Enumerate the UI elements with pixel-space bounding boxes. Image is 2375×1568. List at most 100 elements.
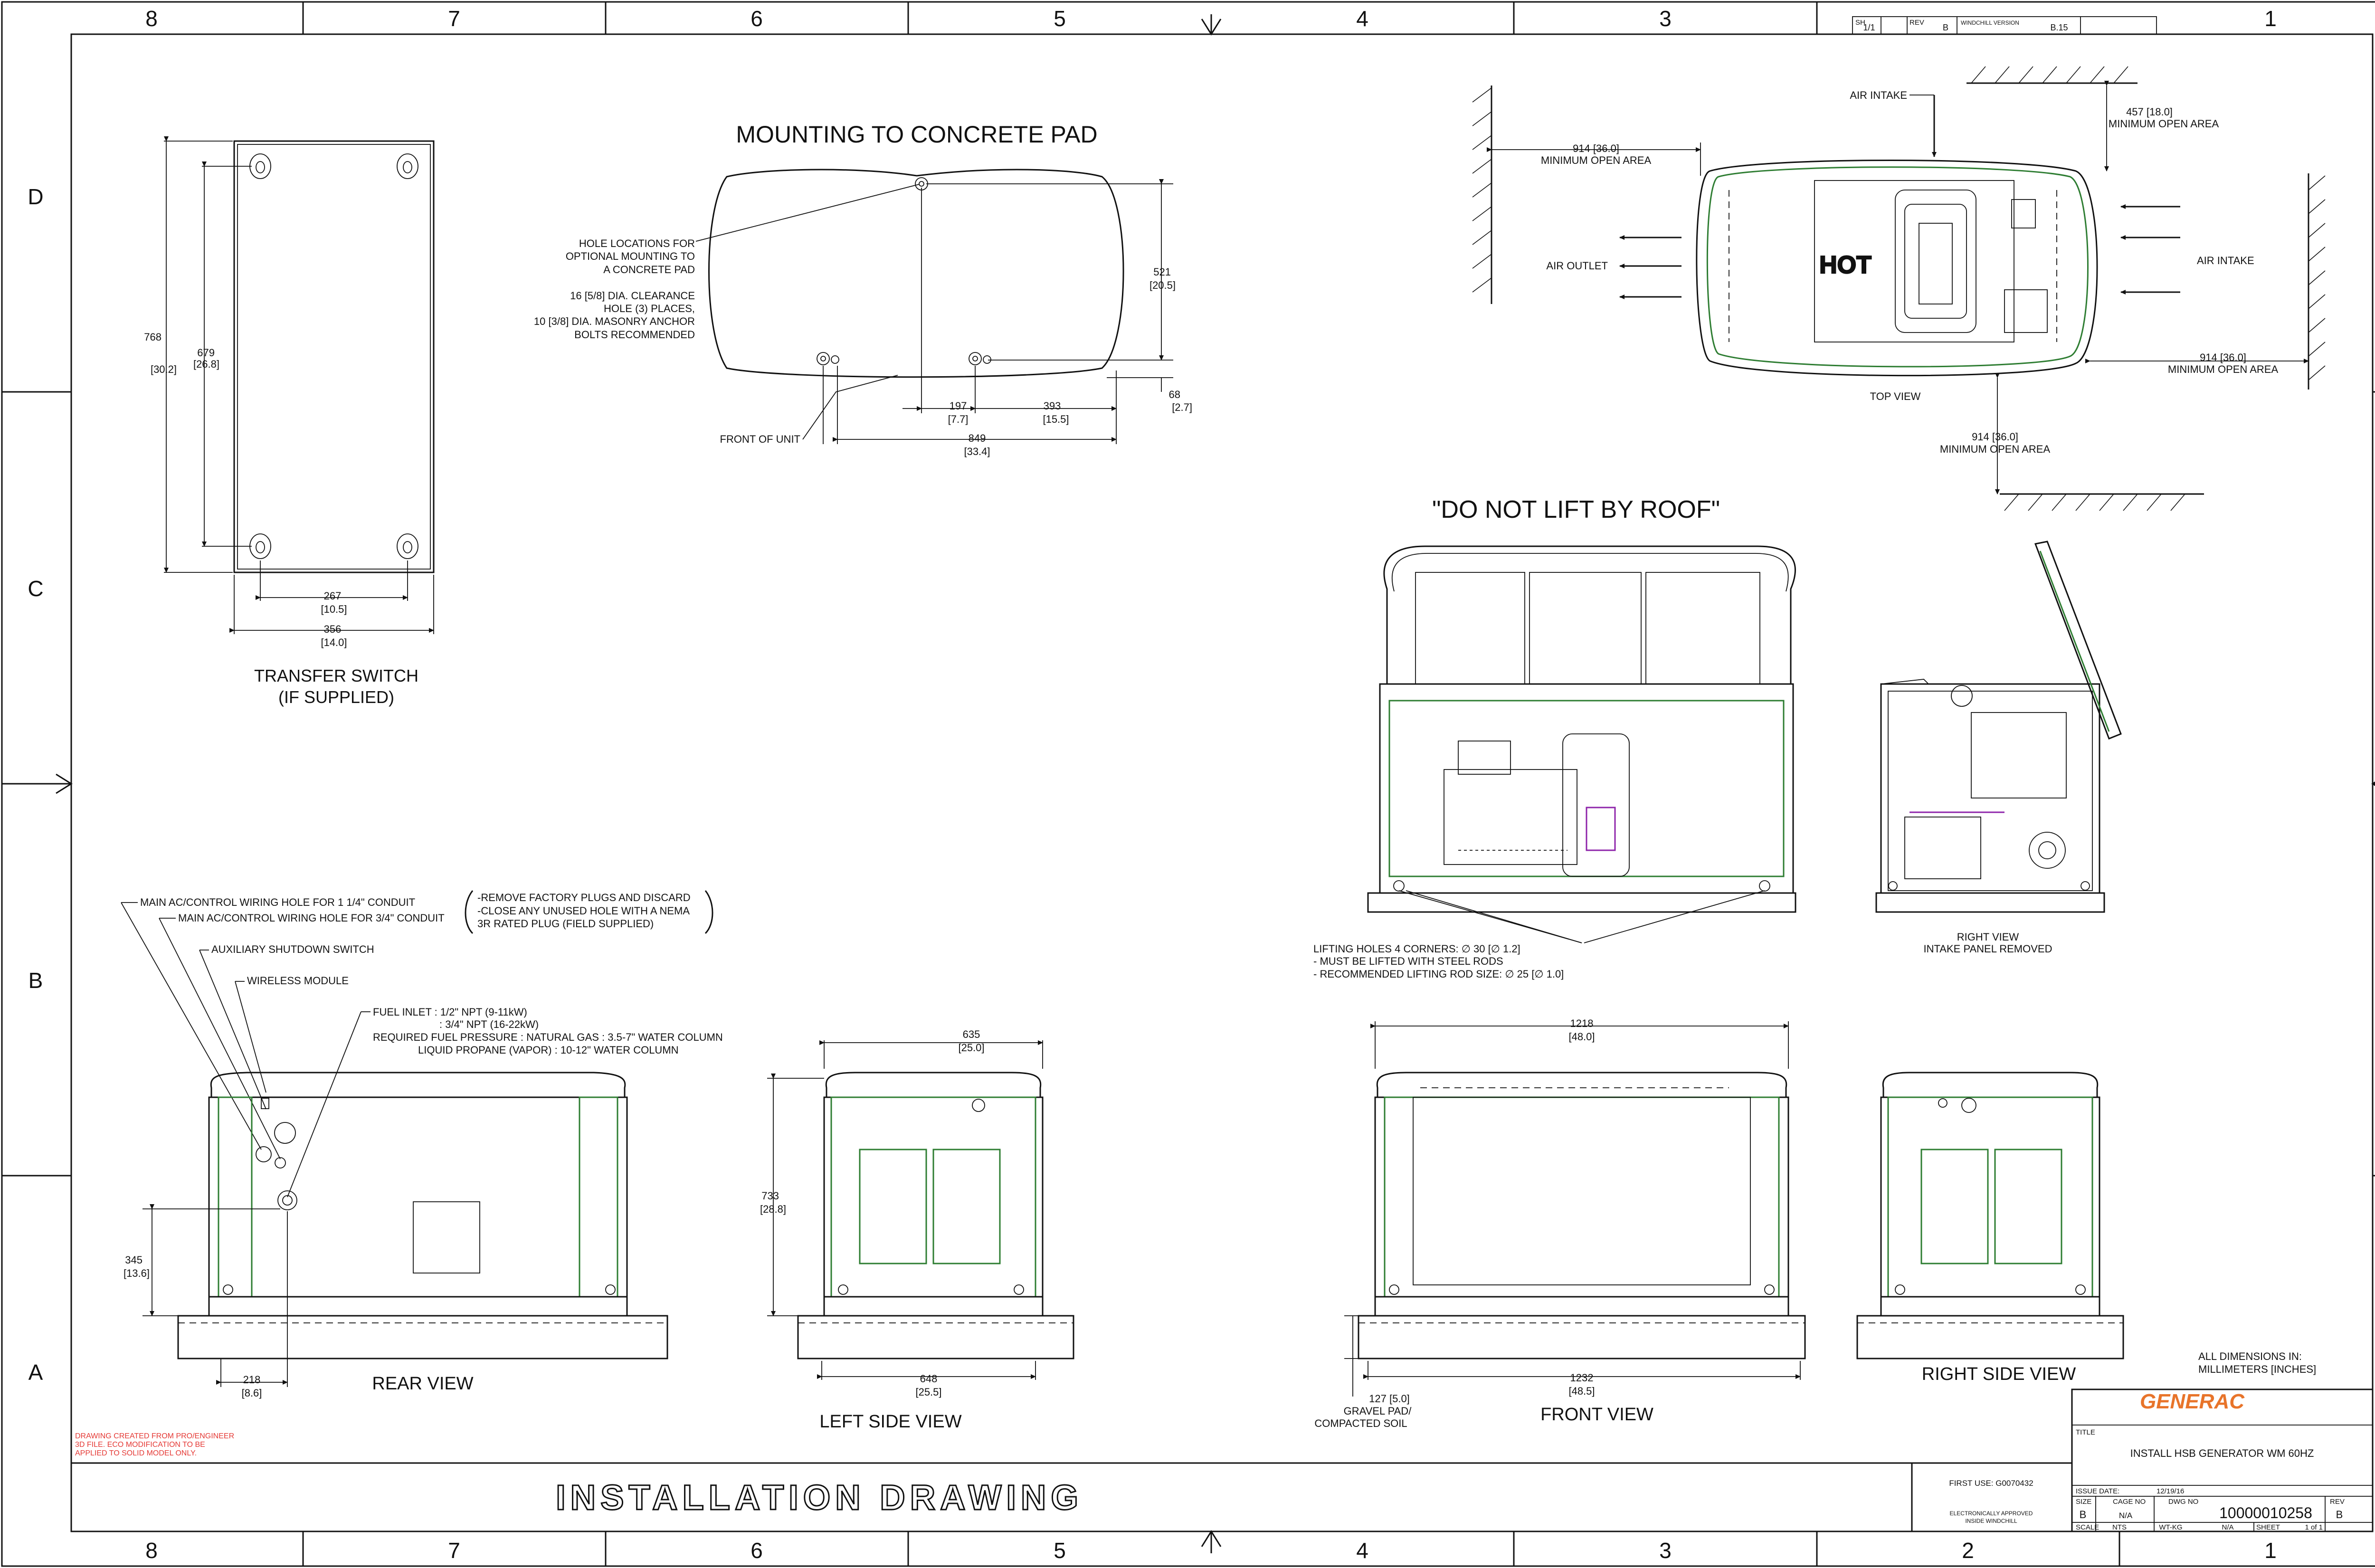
zone-col-label: 2 — [1962, 1538, 1974, 1563]
svg-text:OPTIONAL MOUNTING TO: OPTIONAL MOUNTING TO — [566, 250, 695, 262]
zone-col-label: 1 — [2264, 1538, 2277, 1563]
zone-row-label: C — [28, 576, 43, 601]
svg-text:[14.0]: [14.0] — [321, 637, 347, 648]
svg-text:197: 197 — [950, 400, 967, 412]
svg-text:521: 521 — [1153, 266, 1171, 278]
svg-text:: 3/4" NPT (16-22kW): : 3/4" NPT (16-22kW) — [439, 1018, 539, 1030]
svg-text:457 [18.0]: 457 [18.0] — [2126, 106, 2173, 118]
zone-col-label: 6 — [750, 1538, 763, 1563]
svg-text:[33.4]: [33.4] — [964, 446, 990, 457]
air-intake-right-label: AIR INTAKE — [2197, 255, 2254, 266]
svg-text:ISSUE DATE:: ISSUE DATE: — [2076, 1487, 2119, 1495]
svg-text:SIZE: SIZE — [2076, 1498, 2091, 1506]
svg-text:1 of 1: 1 of 1 — [2305, 1523, 2323, 1531]
svg-text:B: B — [2336, 1509, 2343, 1520]
svg-text:267: 267 — [324, 590, 342, 602]
drawing-number: 10000010258 — [2219, 1504, 2312, 1521]
lift-warning-title: "DO NOT LIFT BY ROOF" — [1432, 496, 1720, 523]
rear-view: MAIN AC/CONTROL WIRING HOLE FOR 1 1/4" C… — [121, 890, 723, 1399]
svg-text:INSIDE WINDCHILL: INSIDE WINDCHILL — [1965, 1518, 2017, 1524]
svg-text:127 [5.0]: 127 [5.0] — [1369, 1393, 1410, 1405]
svg-text:356: 356 — [324, 623, 342, 635]
svg-text:FRONT OF UNIT: FRONT OF UNIT — [720, 433, 800, 445]
hot-label: HOT — [1819, 251, 1872, 279]
callout-wireless-module: WIRELESS MODULE — [247, 975, 349, 987]
transfer-switch-subtitle: (IF SUPPLIED) — [278, 687, 394, 707]
svg-text:[28.8]: [28.8] — [760, 1203, 786, 1215]
zone-labels: 8 7 6 5 4 3 1 8 7 6 5 4 3 2 1 D C B A D … — [28, 6, 2277, 1563]
banner-title: INSTALLATION DRAWING — [556, 1478, 1083, 1517]
svg-text:[30.2]: [30.2] — [151, 363, 177, 375]
top-view: HOT AIR INTAKE AIR OUTLET AIR INTAKE 914… — [1472, 66, 2326, 511]
right-side-view: RIGHT SIDE VIEW — [1856, 1072, 2124, 1384]
svg-text:GRAVEL PAD/: GRAVEL PAD/ — [1344, 1405, 1412, 1417]
svg-text:[20.5]: [20.5] — [1150, 279, 1176, 291]
svg-text:MINIMUM OPEN AREA: MINIMUM OPEN AREA — [2168, 363, 2279, 375]
svg-text:768: 768 — [144, 331, 162, 343]
first-use: FIRST USE: G0070432 — [1949, 1479, 2033, 1488]
svg-text:-CLOSE ANY UNUSED HOLE WITH A: -CLOSE ANY UNUSED HOLE WITH A NEMA — [477, 905, 690, 917]
svg-text:679: 679 — [197, 347, 215, 359]
svg-text:635: 635 — [963, 1028, 980, 1040]
svg-text:A CONCRETE PAD: A CONCRETE PAD — [603, 264, 695, 276]
left-side-view-title: LEFT SIDE VIEW — [819, 1412, 961, 1432]
svg-text:REV: REV — [1910, 19, 1924, 27]
svg-text:B: B — [2080, 1509, 2087, 1520]
rear-view-title: REAR VIEW — [372, 1374, 473, 1394]
svg-text:CAGE NO: CAGE NO — [2113, 1498, 2146, 1506]
callout-main-wiring-1-1-4: MAIN AC/CONTROL WIRING HOLE FOR 1 1/4" C… — [140, 896, 415, 908]
svg-text:LIFTING HOLES 4 CORNERS: ∅ 30: LIFTING HOLES 4 CORNERS: ∅ 30 [∅ 1.2] — [1313, 943, 1520, 955]
title-block: GENERAC TITLE INSTALL HSB GENERATOR WM 6… — [1949, 1388, 2374, 1532]
right-view-panel-removed: RIGHT VIEW INTAKE PANEL REMOVED — [1875, 541, 2122, 955]
svg-text:[25.0]: [25.0] — [958, 1042, 984, 1054]
zone-col-label: 7 — [448, 1538, 460, 1563]
zone-col-label: 3 — [1659, 1538, 1672, 1563]
svg-text:914 [36.0]: 914 [36.0] — [1573, 143, 1619, 154]
svg-text:[26.8]: [26.8] — [193, 358, 219, 370]
zone-col-label: 8 — [145, 1538, 158, 1563]
svg-text:COMPACTED SOIL: COMPACTED SOIL — [1314, 1417, 1407, 1429]
conduit-hole-icon — [256, 1098, 296, 1169]
svg-text:914 [36.0]: 914 [36.0] — [2200, 352, 2246, 363]
svg-text:ELECTRONICALLY APPROVED: ELECTRONICALLY APPROVED — [1950, 1510, 2033, 1517]
svg-text:[25.5]: [25.5] — [915, 1386, 941, 1398]
mounting-hole-icon — [817, 177, 991, 365]
units-note: ALL DIMENSIONS IN: — [2198, 1350, 2302, 1362]
svg-text:TITLE: TITLE — [2076, 1428, 2095, 1436]
zone-col-label: 4 — [1356, 6, 1368, 31]
svg-text:393: 393 — [1044, 400, 1061, 412]
zone-col-label: 5 — [1054, 6, 1066, 31]
top-view-title: TOP VIEW — [1870, 390, 1921, 402]
svg-text:N/A: N/A — [2222, 1523, 2233, 1531]
svg-text:[2.7]: [2.7] — [1172, 401, 1192, 413]
svg-text:[15.5]: [15.5] — [1043, 413, 1069, 425]
svg-text:LIQUID PROPANE (VAPOR) : 10-12: LIQUID PROPANE (VAPOR) : 10-12" WATER CO… — [418, 1044, 679, 1056]
svg-text:DWG NO: DWG NO — [2168, 1498, 2198, 1506]
svg-text:NTS: NTS — [2112, 1523, 2127, 1531]
callout-aux-shutdown: AUXILIARY SHUTDOWN SWITCH — [211, 943, 374, 955]
svg-text:WT-KG: WT-KG — [2159, 1523, 2182, 1531]
svg-text:- RECOMMENDED LIFTING ROD SIZE: - RECOMMENDED LIFTING ROD SIZE: ∅ 25 [∅ … — [1313, 968, 1564, 980]
svg-text:1218: 1218 — [1570, 1017, 1594, 1029]
svg-text:3R RATED PLUG (FIELD SUPPLIED): 3R RATED PLUG (FIELD SUPPLIED) — [477, 918, 654, 930]
svg-text:345: 345 — [125, 1254, 142, 1266]
svg-text:SCALE: SCALE — [2076, 1523, 2099, 1531]
svg-text:-REMOVE FACTORY PLUGS AND DISC: -REMOVE FACTORY PLUGS AND DISCARD — [477, 892, 691, 903]
lift-warning-view: "DO NOT LIFT BY ROOF" LIFTING HOLES 4 CO… — [1313, 496, 1796, 980]
svg-text:[48.5]: [48.5] — [1568, 1385, 1595, 1397]
callout-main-wiring-3-4: MAIN AC/CONTROL WIRING HOLE FOR 3/4" CON… — [178, 912, 445, 924]
svg-text:1/1: 1/1 — [1863, 23, 1875, 32]
svg-text:[48.0]: [48.0] — [1568, 1031, 1595, 1043]
svg-text:B: B — [1943, 23, 1948, 32]
mounting-pad-view: MOUNTING TO CONCRETE PAD HOLE LOCATIONS … — [534, 121, 1192, 457]
zone-col-label: 5 — [1054, 1538, 1066, 1563]
zone-row-label: A — [28, 1360, 43, 1385]
lifting-hole-icon — [1393, 880, 1770, 892]
right-view-subtitle: INTAKE PANEL REMOVED — [1924, 943, 2052, 955]
transfer-switch-title: TRANSFER SWITCH — [254, 666, 418, 685]
svg-text:[7.7]: [7.7] — [948, 413, 969, 425]
units-note: MILLIMETERS [INCHES] — [2198, 1363, 2316, 1375]
right-view-title: RIGHT VIEW — [1957, 931, 2019, 943]
